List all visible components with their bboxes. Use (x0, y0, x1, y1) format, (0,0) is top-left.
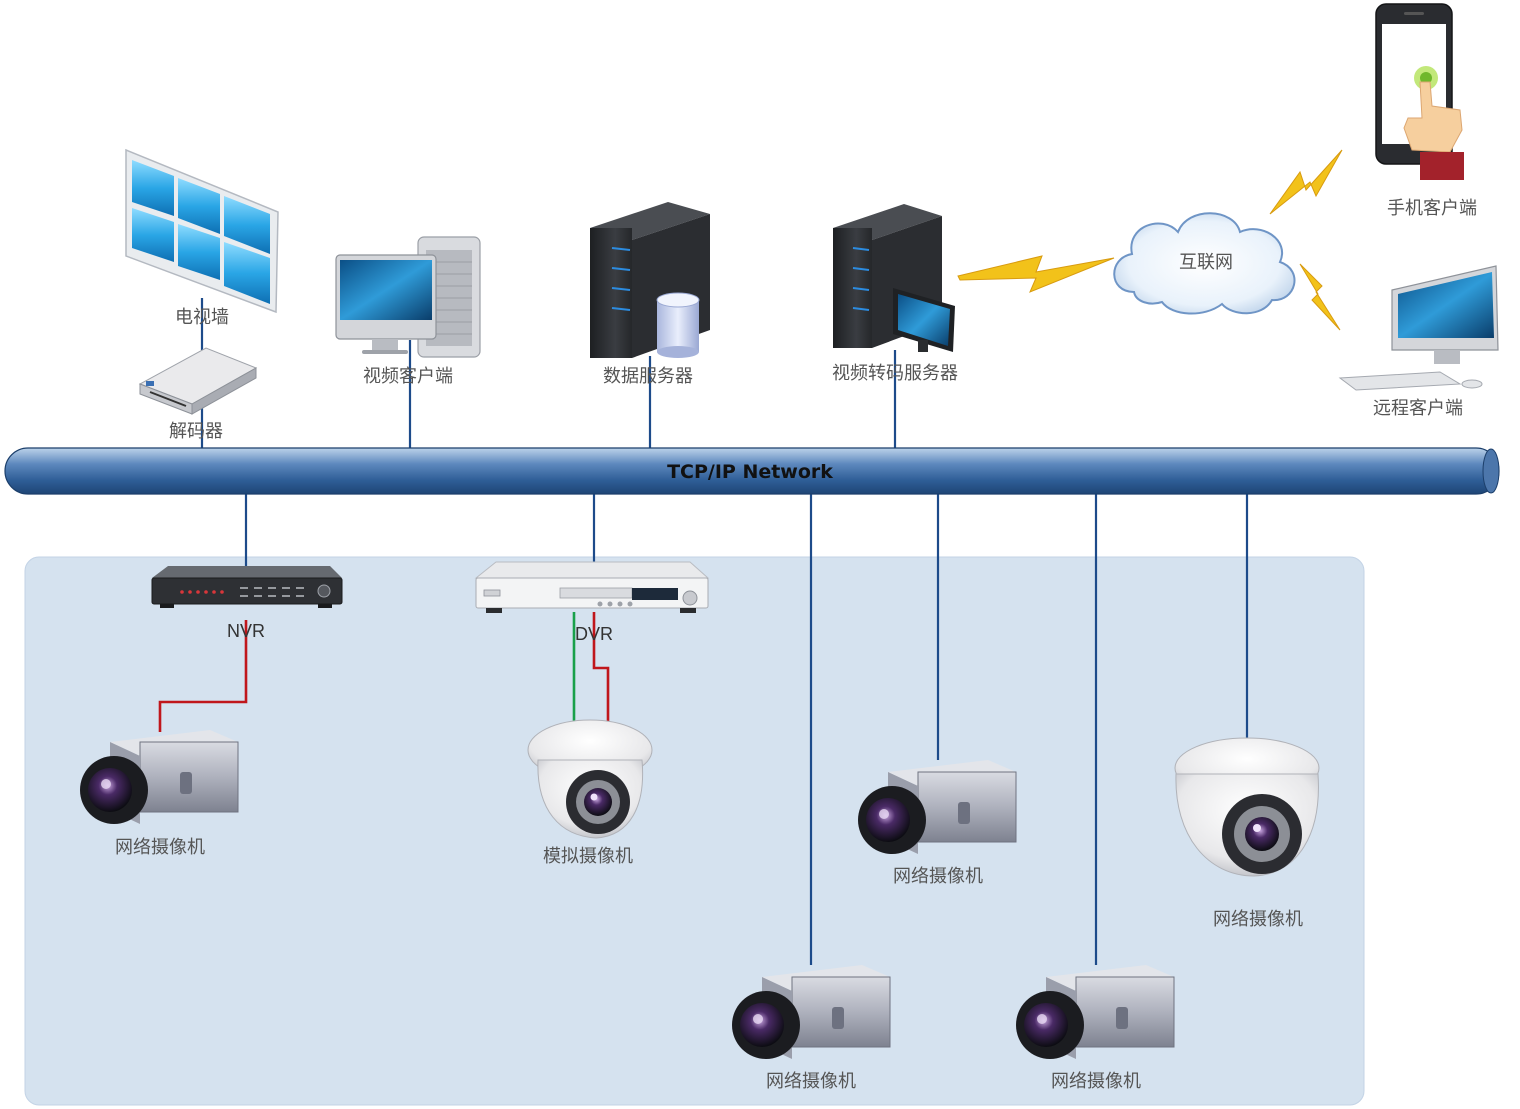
nvr-camera-wire (158, 620, 248, 732)
ip-camera-5-icon (1016, 965, 1175, 1059)
mobile-client-label: 手机客户端 (1387, 198, 1477, 219)
lightning-transcode-icon (957, 255, 1115, 293)
upper-links (200, 298, 897, 450)
nvr-label: NVR (227, 621, 265, 641)
ip-camera-3-icon (858, 760, 1017, 854)
transcode-server-icon (833, 204, 955, 352)
remote-client-label: 远程客户端 (1373, 398, 1463, 419)
tv-wall-label: 电视墙 (175, 307, 229, 328)
video-client-icon (335, 236, 481, 358)
dvr-power-wire (592, 612, 610, 722)
analog-camera-icon (527, 719, 653, 839)
ip-camera-4-label: 网络摄像机 (766, 1071, 856, 1092)
dvr-icon (474, 561, 710, 613)
transcode-server-label: 视频转码服务器 (832, 363, 958, 384)
analog-camera-label: 模拟摄像机 (543, 846, 633, 867)
ip-camera-3-label: 网络摄像机 (893, 866, 983, 887)
data-server-label: 数据服务器 (603, 366, 693, 387)
ip-camera-2-label: 网络摄像机 (1213, 909, 1303, 930)
camera-zone (24, 556, 1365, 1106)
data-server-icon (590, 202, 710, 358)
bus-label: TCP/IP Network (667, 461, 833, 483)
ip-camera-1-icon (80, 730, 239, 824)
tv-wall-icon (125, 148, 279, 314)
lightning-icons (957, 149, 1343, 331)
mobile-client-icon (1375, 3, 1464, 180)
ip-camera-2-icon (1174, 737, 1320, 877)
remote-client-icon (1338, 265, 1499, 391)
lower-links (244, 492, 1249, 965)
lightning-mobile-icon (1269, 149, 1343, 215)
decoder-label: 解码器 (169, 421, 223, 442)
dvr-label: DVR (575, 624, 613, 644)
nvr-icon (151, 566, 343, 608)
ip-camera-5-label: 网络摄像机 (1051, 1071, 1141, 1092)
video-client-label: 视频客户端 (363, 366, 453, 387)
ip-camera-1-label: 网络摄像机 (115, 837, 205, 858)
tcp-ip-bus: TCP/IP Network (4, 447, 1500, 495)
decoder-icon (138, 347, 258, 415)
lightning-remote-icon (1299, 263, 1341, 331)
internet-label: 互联网 (1179, 252, 1233, 273)
internet-cloud-icon (1113, 212, 1296, 315)
ip-camera-4-icon (732, 965, 891, 1059)
